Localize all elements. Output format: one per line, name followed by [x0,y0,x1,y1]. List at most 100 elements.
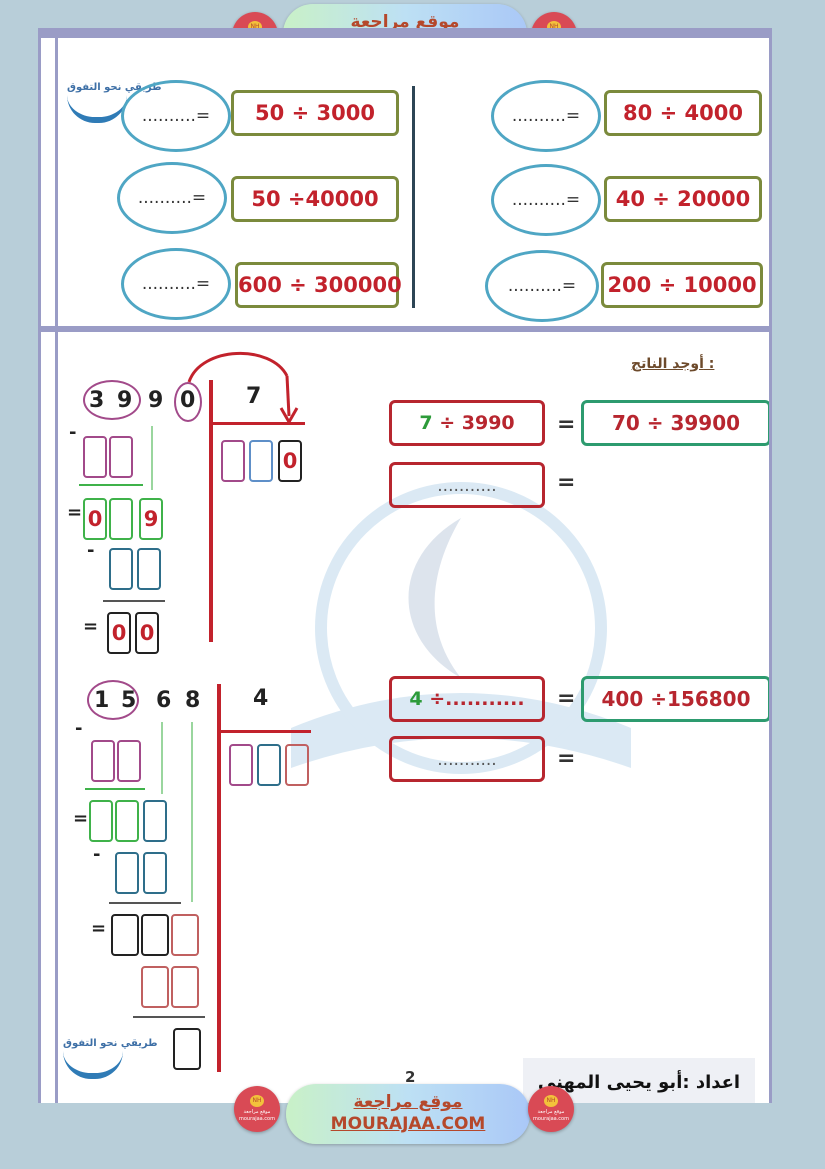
quotient-cell[interactable] [257,744,281,786]
answer-ellipse[interactable]: ..........= [491,164,601,236]
right-expression-box: 70 ÷ 39900 [581,400,769,446]
result-cell[interactable] [115,800,139,842]
subtract-cell[interactable] [109,436,133,478]
worksheet: طريقي نحو التفوق ..........= 50 ÷ 3000 .… [38,28,772,1103]
equals-sign: = [557,746,576,771]
exercise-box: 40 ÷ 20000 [604,176,762,222]
quotient-cell[interactable] [229,744,253,786]
watermark-logo-icon [291,482,631,774]
quotient-cell[interactable] [249,440,273,482]
answer-ellipse[interactable]: ..........= [121,248,231,320]
site-banner-bottom[interactable]: موقع مراجعة MOURAJAA.COM [286,1084,530,1144]
subtract-cell[interactable] [143,852,167,894]
site-badge-right: NH موقع مراجعة mourajaa.com [528,1086,574,1132]
book-icon [67,95,127,123]
result-cell[interactable] [89,800,113,842]
bring-down-guide [161,722,163,794]
answer-box[interactable]: ........... [389,736,545,782]
answer-ellipse[interactable]: ..........= [121,80,231,152]
division-line [213,422,305,425]
left-expression-box: 7 ÷ 3990 [389,400,545,446]
dividend-digit: 6 [156,688,172,713]
minus-sign: - [93,844,101,865]
dividend-digit: 8 [185,688,201,713]
dividend-group-circle [87,680,139,720]
dividend-digit: 0 [180,388,196,413]
section-divider [41,326,769,332]
exercise-box: 80 ÷ 4000 [604,90,762,136]
quotient-cell[interactable]: 0 [278,440,302,482]
subtract-cell[interactable] [109,548,133,590]
exercise-box: 600 ÷ 300000 [235,262,402,308]
dividend-digit: 1 [94,688,110,713]
equals-sign: = [91,918,107,939]
exercise-box: 50 ÷40000 [231,176,399,222]
brought-down-digit-circle [174,382,202,422]
subtract-cell[interactable] [115,852,139,894]
dividend-digit: 9 [148,388,164,413]
result-cell[interactable]: 0 [135,612,159,654]
minus-sign: - [75,718,83,739]
result-cell[interactable]: 0 [107,612,131,654]
exercise-box: 200 ÷ 10000 [601,262,763,308]
result-cell[interactable] [109,498,133,540]
quotient-cell[interactable] [221,440,245,482]
answer-box[interactable]: ........... [389,462,545,508]
site-name-arabic[interactable]: موقع مراجعة [350,12,460,32]
logo-icon: NH [250,1095,264,1107]
result-cell[interactable]: 9 [139,498,163,540]
section-title: أوجد الناتج : [631,356,715,372]
subtract-cell[interactable] [117,740,141,782]
minus-sign: - [87,540,95,561]
result-cell[interactable] [143,800,167,842]
result-cell[interactable] [141,914,169,956]
equals-sign: = [557,470,576,495]
left-expression-box: 4 ÷........... [389,676,545,722]
equals-sign: = [557,686,576,711]
subtract-cell[interactable] [171,966,199,1008]
equals-sign: = [67,502,83,523]
bring-down-arrow-icon [187,352,299,426]
division-line [221,730,311,733]
dividend-digit: 9 [117,388,133,413]
quotient-cell[interactable] [285,744,309,786]
brand-logo: طريقي نحو التفوق [67,82,162,123]
division-bar [217,684,221,1072]
equals-sign: = [557,412,576,437]
dividend-group-circle [83,380,141,420]
site-badge-left: NH موقع مراجعة mourajaa.com [234,1086,280,1132]
result-cell[interactable]: 0 [83,498,107,540]
site-name-latin[interactable]: MOURAJAA.COM [330,1114,486,1134]
subtract-cell[interactable] [141,966,169,1008]
subtract-cell[interactable] [137,548,161,590]
book-icon [63,1051,123,1079]
page-number: 2 [405,1068,416,1086]
dividend-digit: 5 [121,688,137,713]
subtraction-line [133,1016,205,1018]
site-name-arabic[interactable]: موقع مراجعة [353,1092,463,1112]
answer-ellipse[interactable]: ..........= [117,162,227,234]
dividend-digit: 3 [89,388,105,413]
margin-line [55,38,58,1103]
bring-down-guide [151,426,153,490]
divisor: 7 [246,384,262,409]
bring-down-guide [191,722,193,902]
column-divider [412,86,415,308]
answer-ellipse[interactable]: ..........= [485,250,599,322]
right-expression-box: 400 ÷156800 [581,676,769,722]
result-cell[interactable] [111,914,139,956]
subtraction-line [85,788,145,790]
divisor: 4 [253,686,269,711]
subtract-cell[interactable] [83,436,107,478]
brand-logo: طريقي نحو التفوق [63,1038,158,1079]
subtraction-line [103,600,165,602]
exercise-box: 50 ÷ 3000 [231,90,399,136]
remainder-cell[interactable] [173,1028,201,1070]
result-cell[interactable] [171,914,199,956]
subtraction-line [109,902,181,904]
answer-ellipse[interactable]: ..........= [491,80,601,152]
logo-icon: NH [544,1095,558,1107]
minus-sign: - [69,422,77,443]
subtraction-line [79,484,143,486]
subtract-cell[interactable] [91,740,115,782]
